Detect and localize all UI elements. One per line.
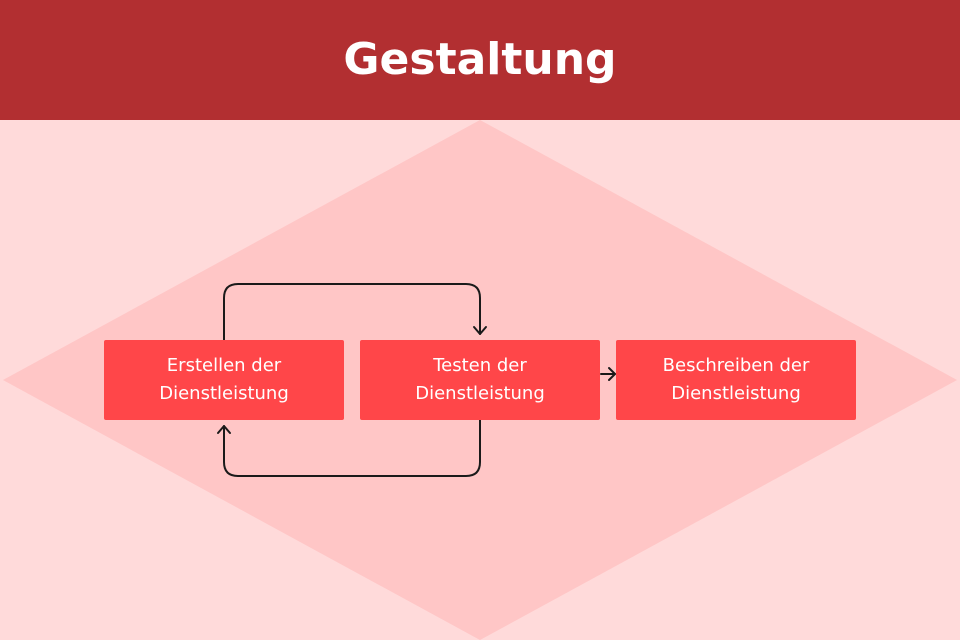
node-label-line2: Dienstleistung <box>159 383 289 404</box>
node-create-service[interactable]: Erstellen der Dienstleistung <box>104 340 344 420</box>
header-bar: Gestaltung <box>0 0 960 120</box>
node-label-line1: Erstellen der <box>166 355 282 376</box>
node-label-line1: Testen der <box>433 355 527 376</box>
node-label-line2: Dienstleistung <box>415 383 545 404</box>
node-describe-service[interactable]: Beschreiben der Dienstleistung <box>616 340 856 420</box>
arrowhead-up-icon <box>217 425 231 434</box>
node-test-service[interactable]: Testen der Dienstleistung <box>360 340 600 420</box>
loop-connector-top <box>223 283 481 341</box>
arrowhead-right-icon <box>608 367 616 381</box>
loop-connector-bottom <box>223 419 481 477</box>
arrowhead-down-icon <box>473 326 487 335</box>
page-title: Gestaltung <box>343 33 617 85</box>
node-label-line1: Beschreiben der <box>662 355 810 376</box>
node-label-line2: Dienstleistung <box>671 383 801 404</box>
